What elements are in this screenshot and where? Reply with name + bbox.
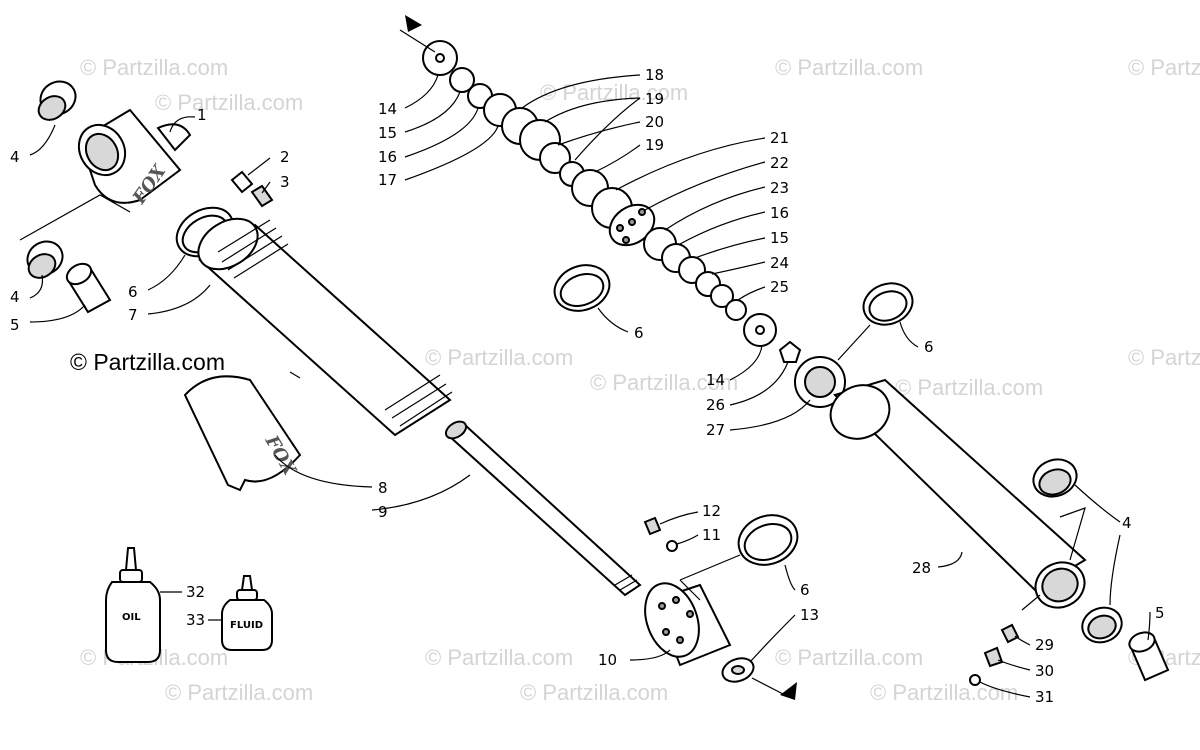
callout: 16	[770, 204, 789, 222]
watermarks: © Partzilla.com © Partzilla.com © Partzi…	[80, 55, 1200, 705]
oil-label: OIL	[122, 612, 141, 623]
callout: 16	[378, 148, 397, 166]
callout: 25	[770, 278, 789, 296]
bushing-right-top[interactable]	[1028, 454, 1082, 503]
callout: 31	[1035, 688, 1054, 706]
callout: 3	[280, 173, 290, 191]
nut-26[interactable]	[778, 340, 802, 363]
watermark: © Partzilla.com	[775, 645, 923, 670]
piston-10[interactable]	[636, 576, 732, 667]
callout: 17	[378, 171, 397, 189]
watermark: © Partzilla.com	[1128, 55, 1200, 80]
valve-stack	[399, 15, 802, 363]
fitting-30[interactable]	[983, 646, 1004, 668]
callout: 14	[378, 100, 397, 118]
watermark: © Partzilla.com	[425, 345, 573, 370]
callout: 9	[378, 503, 388, 521]
callout: 12	[702, 502, 721, 520]
watermark: © Partzilla.com	[155, 90, 303, 115]
callout: 1	[197, 106, 207, 124]
callout: 15	[378, 124, 397, 142]
bushing-lower-left[interactable]	[21, 235, 68, 282]
fluid-bottle[interactable]: FLUID	[221, 575, 273, 651]
callout: 28	[912, 559, 931, 577]
callout: 32	[186, 583, 205, 601]
shim-25b[interactable]	[710, 284, 734, 308]
callout: 4	[1122, 514, 1132, 532]
watermark: © Partzilla.com	[590, 370, 738, 395]
callout: 19	[645, 90, 664, 108]
shock-left-assembly: FOX FOX	[21, 75, 642, 597]
fitting-3[interactable]	[250, 184, 274, 208]
eyelet-top[interactable]: FOX	[70, 108, 192, 209]
callout: 13	[800, 606, 819, 624]
end-cap-27[interactable]	[794, 356, 846, 408]
callout: 7	[128, 306, 138, 324]
watermark: © Partzilla.com	[870, 680, 1018, 705]
callout: 23	[770, 179, 789, 197]
bushing-right-bottom[interactable]	[1077, 602, 1126, 648]
ball-31[interactable]	[969, 674, 981, 686]
shaft[interactable]	[443, 418, 642, 597]
callout: 6	[800, 581, 810, 599]
sleeve-left[interactable]	[63, 260, 112, 314]
callout: 20	[645, 113, 664, 131]
watermark: © Partzilla.com	[1128, 345, 1200, 370]
watermark: © Partzilla.com	[540, 80, 688, 105]
fitting-29[interactable]	[1000, 623, 1020, 644]
watermark: © Partzilla.com	[520, 680, 668, 705]
fitting-2[interactable]	[230, 170, 254, 194]
callout: 8	[378, 479, 388, 497]
piston-23[interactable]	[602, 196, 662, 253]
callout: 6	[128, 283, 138, 301]
callout: 5	[10, 316, 20, 334]
fluid-label: FLUID	[230, 620, 263, 631]
shim-25c[interactable]	[725, 299, 747, 321]
watermark: © Partzilla.com	[775, 55, 923, 80]
callout: 19	[645, 136, 664, 154]
watermark: © Partzilla.com	[895, 375, 1043, 400]
callout: 33	[186, 611, 205, 629]
shock-body-left[interactable]	[189, 208, 453, 437]
oil-bottle[interactable]: OIL	[105, 547, 161, 663]
fitting-12[interactable]	[643, 516, 662, 536]
shock-sleeve-cover[interactable]: FOX	[183, 375, 302, 492]
callout: 22	[770, 154, 789, 172]
callout: 10	[598, 651, 617, 669]
arrow-bottom	[780, 682, 797, 700]
watermark: © Partzilla.com	[165, 680, 313, 705]
ball-11[interactable]	[666, 540, 678, 552]
callout: 14	[706, 371, 725, 389]
callout: 5	[1155, 604, 1165, 622]
arrow-top	[405, 15, 422, 32]
bushing-top-left[interactable]	[34, 75, 81, 124]
callout: 27	[706, 421, 725, 439]
callout: 29	[1035, 636, 1054, 654]
watermark: © Partzilla.com	[425, 645, 573, 670]
callout: 6	[634, 324, 644, 342]
watermark: © Partzilla.com	[80, 55, 228, 80]
reservoir-body-28[interactable]	[822, 376, 1092, 616]
reservoir-right	[794, 282, 1170, 686]
callout: 24	[770, 254, 789, 272]
callout: 11	[702, 526, 721, 544]
callout: 6	[924, 338, 934, 356]
callout: 15	[770, 229, 789, 247]
callout-numbers: 1 2 3 4 4 5 6 7 8 9 10 11 12 6 13 14 15 …	[10, 66, 1165, 706]
callout: 4	[10, 148, 20, 166]
shim-15[interactable]	[449, 67, 475, 93]
watermark-main: © Partzilla.com	[70, 349, 225, 375]
sleeve-right[interactable]	[1127, 629, 1170, 682]
callout: 4	[10, 288, 20, 306]
callout: 30	[1035, 662, 1054, 680]
callout: 2	[280, 148, 290, 166]
leader-lines	[19, 74, 1151, 698]
callout: 21	[770, 129, 789, 147]
callout: 18	[645, 66, 664, 84]
callout: 26	[706, 396, 725, 414]
